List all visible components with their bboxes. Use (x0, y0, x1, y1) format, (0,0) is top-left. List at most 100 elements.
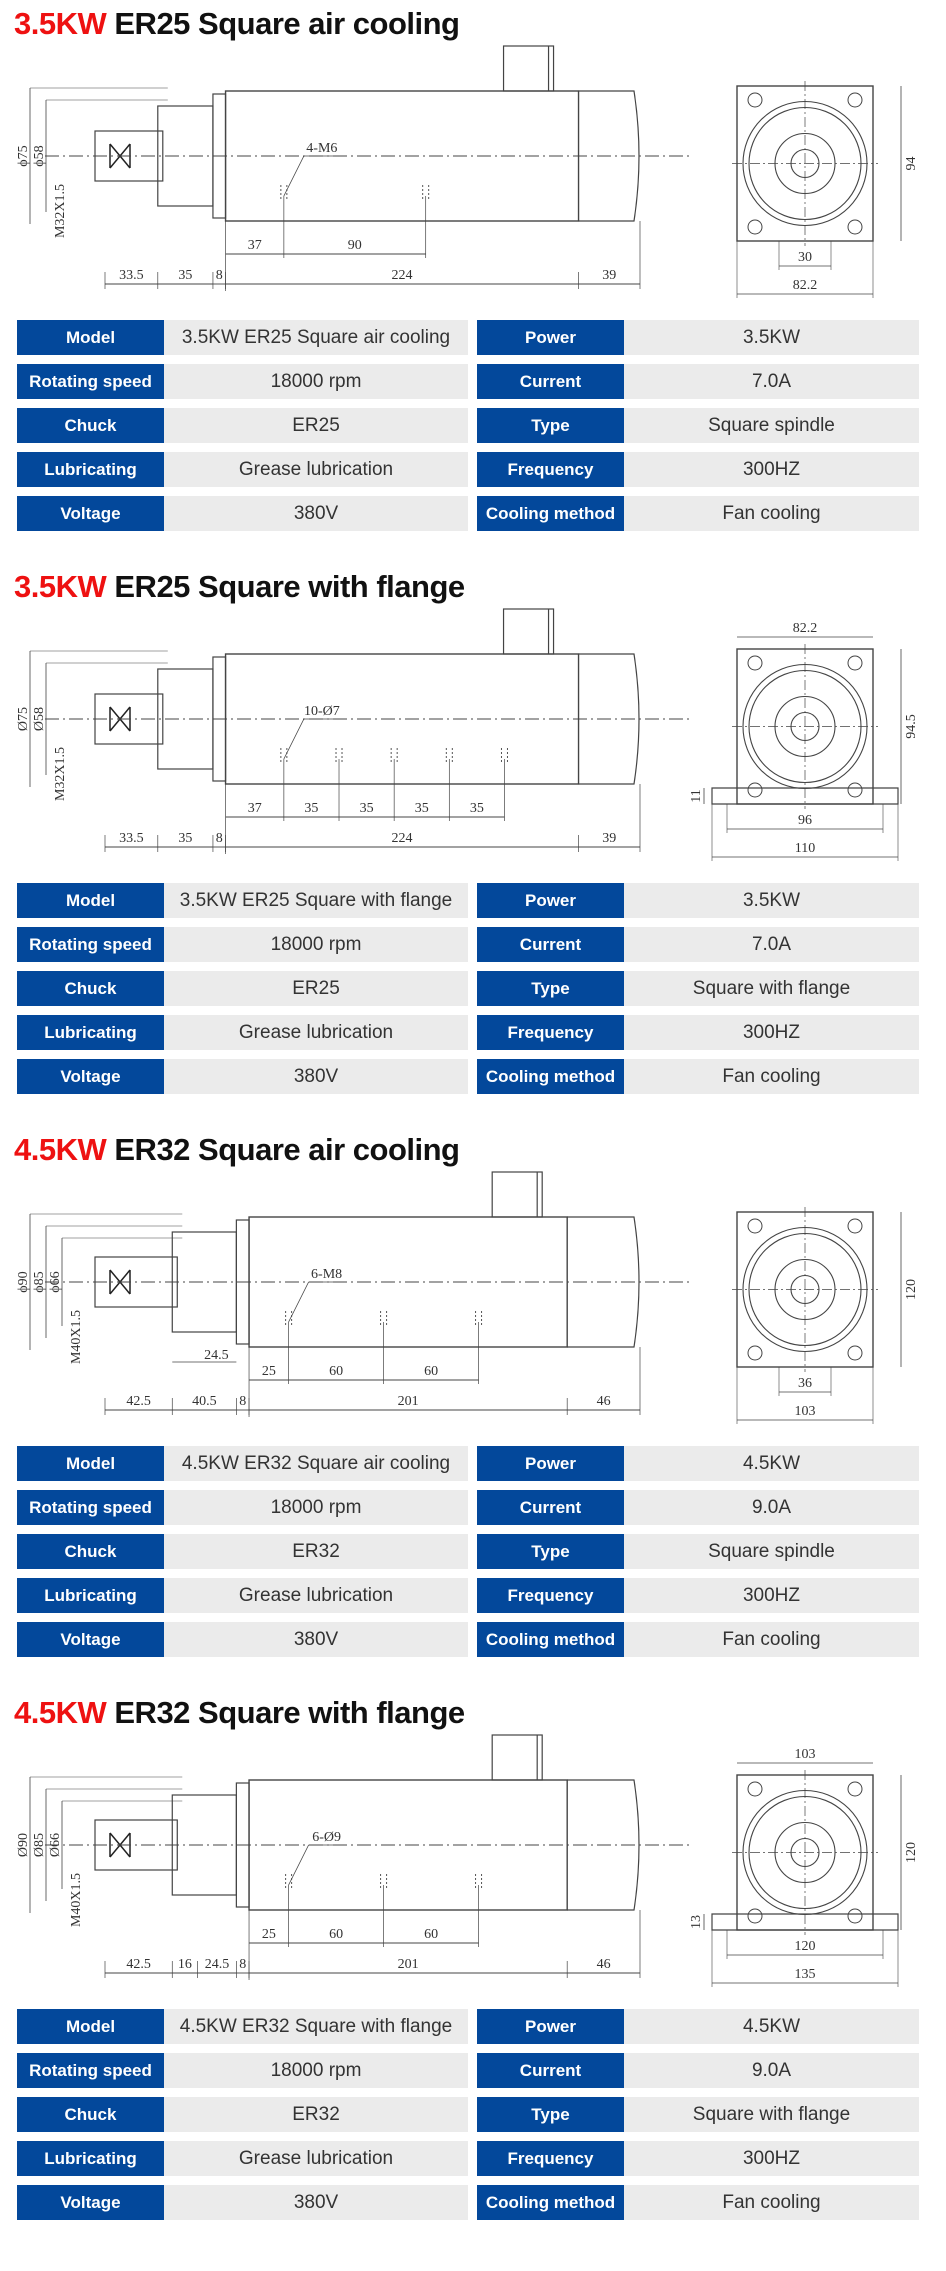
spec-value: 300HZ (624, 1015, 919, 1050)
thread-label: M40X1.5 (69, 1310, 84, 1364)
dimension-label: 35 (415, 801, 429, 816)
dimension-label: 33.5 (119, 831, 144, 846)
spec-value: 3.5KW (624, 320, 919, 355)
spec-label: Type (477, 971, 624, 1006)
spec-label: Model (17, 883, 164, 918)
bolt-hole (747, 1345, 763, 1361)
spec-value: 380V (164, 1622, 468, 1657)
end-height-label: 94 (904, 157, 919, 171)
spec-label: Frequency (477, 452, 624, 487)
spec-value: 4.5KW (624, 1446, 919, 1481)
title-description: ER25 Square with flange (114, 569, 465, 604)
title-power: 3.5KW (14, 6, 107, 41)
end-width-label: 96 (798, 813, 812, 828)
dimension-label: 8 (239, 1394, 246, 1409)
dimension-label: 24.5 (205, 1957, 230, 1972)
diameter-label: ϕ58 (32, 145, 47, 166)
dimension-label: 60 (424, 1927, 438, 1942)
dimension-label: 25 (262, 1927, 276, 1942)
spec-label: Current (477, 1490, 624, 1525)
end-width-label: 135 (795, 1967, 816, 1982)
dimension-label: 201 (398, 1394, 419, 1409)
spec-label: Current (477, 2053, 624, 2088)
diameter-label: ϕ90 (16, 1271, 31, 1292)
spec-value: Grease lubrication (164, 1015, 468, 1050)
section-title: 3.5KW ER25 Square with flange (14, 569, 465, 605)
dimension-label: 8 (216, 831, 223, 846)
spec-label: Cooling method (477, 1622, 624, 1657)
spec-value: 4.5KW (624, 2009, 919, 2044)
spec-value: 7.0A (624, 927, 919, 962)
hole-label: 10-Ø7 (304, 704, 340, 719)
dimension-label: 90 (348, 238, 362, 253)
spec-label: Rotating speed (17, 364, 164, 399)
spec-label: Rotating speed (17, 2053, 164, 2088)
diameter-label: Ø90 (16, 1833, 31, 1857)
end-width-label: 110 (795, 841, 815, 856)
end-height-label: 120 (904, 1279, 919, 1300)
hole-label: 6-M8 (311, 1267, 342, 1282)
dimension-label: 39 (602, 831, 616, 846)
spec-label: Frequency (477, 1015, 624, 1050)
spec-label: Cooling method (477, 1059, 624, 1094)
leader-line (283, 718, 305, 760)
section-title: 4.5KW ER32 Square with flange (14, 1695, 465, 1731)
spec-label: Chuck (17, 408, 164, 443)
spec-value: 300HZ (624, 452, 919, 487)
spec-value: 4.5KW ER32 Square with flange (164, 2009, 468, 2044)
spec-value: 9.0A (624, 2053, 919, 2088)
dimension-label: 25 (262, 1364, 276, 1379)
spec-value: Grease lubrication (164, 1578, 468, 1613)
bolt-hole (847, 1345, 863, 1361)
diameter-label: ϕ85 (32, 1271, 47, 1292)
spec-value: 380V (164, 496, 468, 531)
bolt-hole (847, 1218, 863, 1234)
spec-label: Voltage (17, 1059, 164, 1094)
spec-value: Fan cooling (624, 2185, 919, 2220)
spec-label: Lubricating (17, 1578, 164, 1613)
spec-label: Chuck (17, 2097, 164, 2132)
spec-value: 300HZ (624, 2141, 919, 2176)
bolt-hole (847, 219, 863, 235)
bolt-hole (847, 655, 863, 671)
spec-value: Fan cooling (624, 1059, 919, 1094)
end-top-label: 82.2 (793, 621, 818, 636)
dimension-label: 60 (329, 1364, 343, 1379)
spec-label: Rotating speed (17, 927, 164, 962)
spec-label: Lubricating (17, 1015, 164, 1050)
leader-line (283, 155, 305, 197)
diameter-label: Ø66 (48, 1833, 63, 1857)
spec-value: 9.0A (624, 1490, 919, 1525)
end-height-label: 94.5 (904, 714, 919, 739)
bolt-hole (747, 219, 763, 235)
section-title: 3.5KW ER25 Square air cooling (14, 6, 460, 42)
spec-value: Square with flange (624, 971, 919, 1006)
spec-value: 18000 rpm (164, 927, 468, 962)
leader-line (288, 1281, 309, 1323)
bolt-hole (747, 92, 763, 108)
spec-label: Chuck (17, 971, 164, 1006)
spec-label: Voltage (17, 496, 164, 531)
bolt-hole (747, 1781, 763, 1797)
connector-box (502, 608, 555, 655)
dimension-label: 35 (178, 831, 192, 846)
dimension-label: 37 (248, 801, 262, 816)
title-description: ER32 Square with flange (114, 1695, 465, 1730)
bolt-hole (747, 655, 763, 671)
end-foot-label: 13 (689, 1915, 704, 1929)
spec-value: Grease lubrication (164, 2141, 468, 2176)
